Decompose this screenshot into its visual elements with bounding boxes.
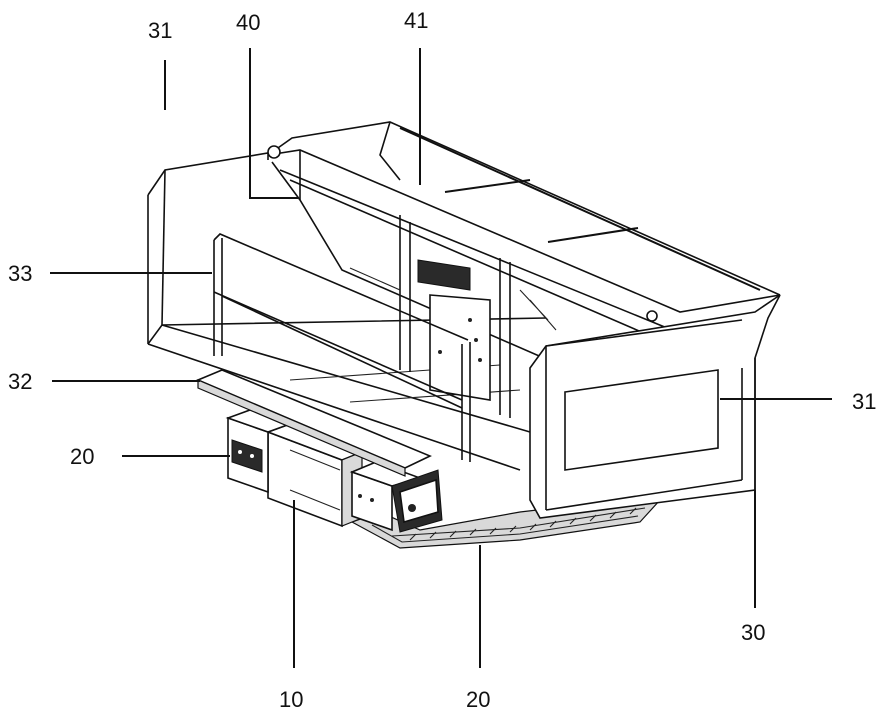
leader-40 xyxy=(249,48,298,199)
label-33: 33 xyxy=(8,261,32,286)
guard-rail xyxy=(213,233,471,462)
right-end-wall xyxy=(529,294,781,519)
step-board xyxy=(195,369,432,477)
label-30: 30 xyxy=(741,620,765,645)
label-31-top: 31 xyxy=(148,18,172,43)
track-links xyxy=(409,507,637,541)
label-41: 41 xyxy=(404,8,428,33)
right-drive-module xyxy=(349,461,443,533)
hopper xyxy=(267,121,781,401)
label-10: 10 xyxy=(279,687,303,712)
left-end-wall xyxy=(147,152,269,344)
left-drive-module xyxy=(225,409,293,494)
label-31-right: 31 xyxy=(852,389,876,414)
label-40: 40 xyxy=(236,10,260,35)
label-20-left: 20 xyxy=(70,444,94,469)
label-20-bottom: 20 xyxy=(466,687,490,712)
leader-lines xyxy=(50,48,832,668)
internal-mechanism xyxy=(349,215,557,418)
label-32: 32 xyxy=(8,369,32,394)
